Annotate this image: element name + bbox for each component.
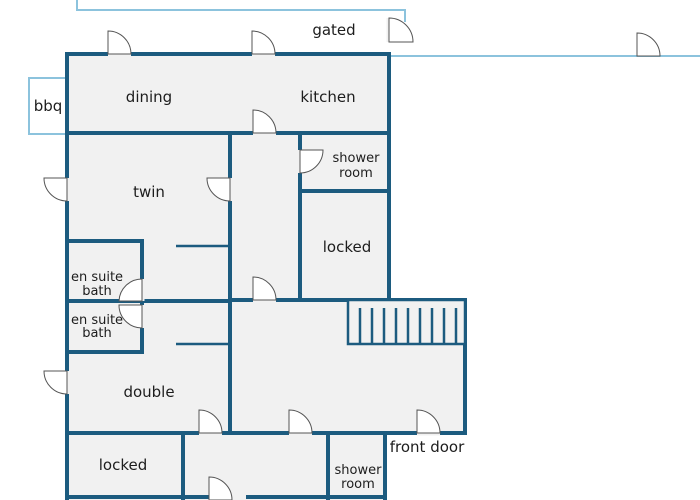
door-twin-outer — [43, 177, 70, 202]
door-double-bottom — [198, 409, 223, 436]
door-corridor-bottom — [252, 276, 277, 303]
door-front — [416, 409, 441, 436]
label-shower-room-2-line2: room — [341, 477, 375, 492]
door-kitchen-top — [251, 30, 276, 57]
door-en-suite-2 — [118, 304, 145, 329]
doors — [43, 17, 661, 500]
label-en-suite-2: en suite — [71, 313, 123, 328]
door-twin-inner — [206, 177, 233, 202]
door-dining-top — [107, 30, 132, 57]
label-locked-1: locked — [323, 238, 372, 256]
door-hall-bottom — [288, 409, 313, 436]
room-labels: gated bbq dining kitchen shower room twi… — [34, 21, 465, 492]
label-shower-room-1-line2: room — [339, 166, 373, 181]
door-en-suite-1 — [118, 278, 145, 302]
label-kitchen: kitchen — [300, 88, 355, 106]
label-en-suite-1-line2: bath — [82, 284, 112, 299]
door-garden — [636, 32, 661, 57]
wardrobe-lines — [176, 244, 230, 346]
door-shower-room-1 — [297, 149, 324, 174]
label-locked-2: locked — [99, 456, 148, 474]
label-en-suite-2-line2: bath — [82, 326, 112, 341]
label-front-door: front door — [390, 438, 465, 456]
label-bbq: bbq — [34, 97, 63, 115]
label-shower-room-2: shower — [335, 463, 383, 478]
label-shower-room-1: shower — [333, 151, 381, 166]
door-gated — [386, 17, 414, 43]
door-corridor-top — [252, 109, 277, 136]
label-dining: dining — [126, 88, 172, 106]
door-double-outer — [43, 370, 70, 395]
label-twin: twin — [133, 183, 165, 201]
staircase — [346, 298, 467, 346]
label-gated: gated — [312, 21, 355, 39]
label-en-suite-1: en suite — [71, 270, 123, 285]
door-lower-bottom — [208, 476, 233, 500]
label-double: double — [123, 383, 174, 401]
